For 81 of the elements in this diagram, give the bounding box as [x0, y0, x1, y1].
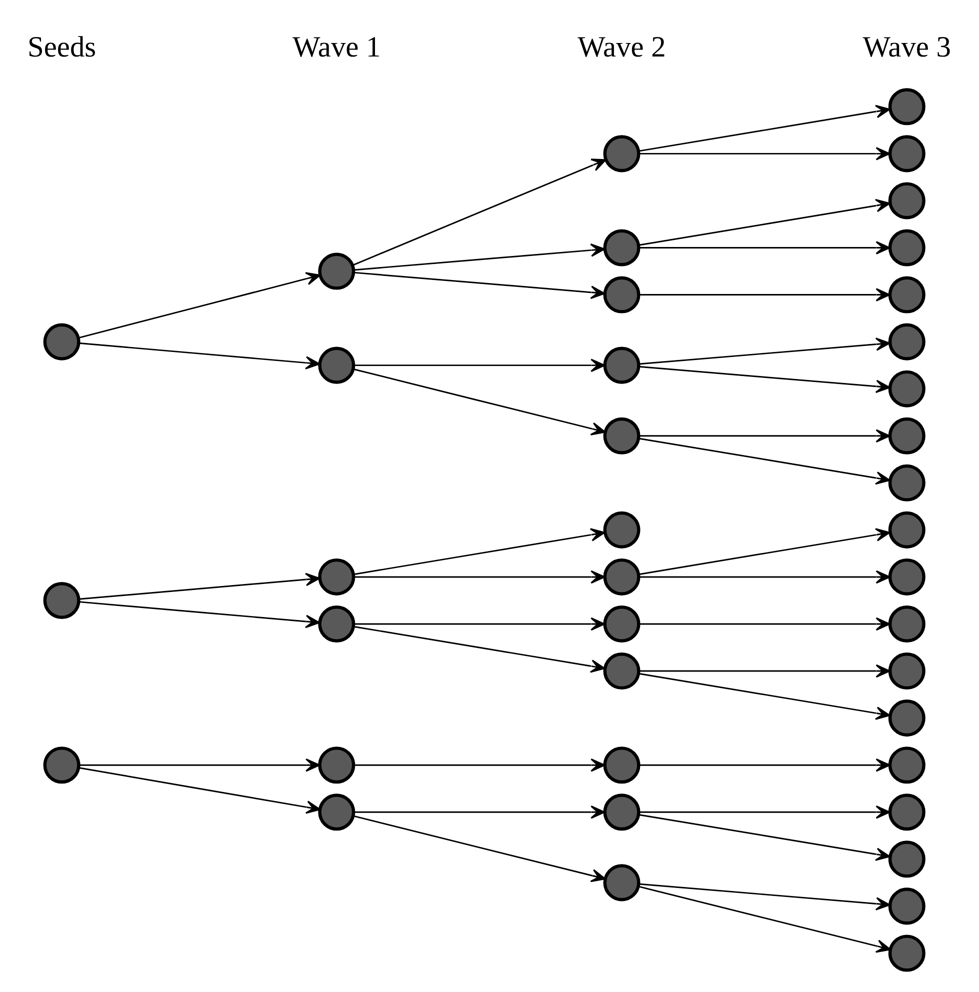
node-circle	[318, 746, 356, 784]
node-circle	[43, 581, 80, 618]
arrow	[638, 804, 890, 818]
arrow	[79, 758, 320, 772]
arrow	[638, 885, 891, 952]
label: Wave 3	[862, 31, 951, 64]
arrow	[354, 271, 606, 299]
arrow	[638, 437, 890, 484]
arrow	[638, 365, 890, 393]
arrow	[354, 358, 606, 372]
node-circle	[888, 134, 926, 172]
node-circle	[888, 416, 926, 454]
node-circle	[603, 558, 640, 595]
label: Wave 2	[578, 31, 666, 64]
node-circle	[318, 252, 356, 290]
node-circle	[888, 652, 926, 690]
arrow	[78, 600, 320, 628]
node-circle	[318, 558, 356, 595]
node-circle	[888, 746, 926, 784]
node-circle	[888, 370, 926, 407]
node-circle	[888, 322, 926, 360]
arrow	[638, 616, 890, 630]
node-circle	[888, 604, 926, 642]
arrow	[354, 758, 606, 772]
arrow	[353, 368, 606, 435]
node-circle	[888, 276, 926, 313]
node-circle	[603, 746, 640, 784]
arrow	[78, 572, 320, 600]
arrow	[354, 570, 606, 584]
arrow	[354, 625, 606, 672]
node-circle	[888, 228, 926, 266]
node-circle	[888, 88, 926, 125]
node-circle	[888, 934, 926, 972]
node-circle	[888, 840, 926, 878]
node-circle	[43, 746, 80, 784]
node-circle	[888, 464, 926, 501]
node-circle	[603, 652, 640, 690]
arrow	[78, 766, 321, 814]
arrow	[638, 428, 890, 442]
arrow	[638, 758, 890, 772]
node-circle	[603, 228, 640, 266]
arrow	[353, 814, 606, 882]
arrow	[354, 616, 606, 630]
node-circle	[888, 793, 926, 830]
node-circle	[603, 134, 640, 172]
node-circle	[43, 322, 80, 360]
arrow	[352, 158, 606, 266]
arrow	[354, 804, 606, 818]
arrow	[638, 814, 890, 860]
label: Seeds	[28, 31, 96, 64]
arrow	[638, 288, 890, 301]
arrow	[638, 882, 890, 910]
arrow	[638, 528, 890, 575]
arrow	[78, 272, 321, 338]
arrow	[638, 240, 890, 254]
arrow	[638, 570, 890, 584]
node-circle	[888, 510, 926, 548]
arrow	[638, 672, 890, 720]
arrow	[78, 342, 320, 369]
node-circle	[888, 699, 926, 736]
node-circle	[603, 346, 640, 384]
arrow	[638, 146, 890, 160]
node-circle	[318, 793, 356, 830]
label: Wave 1	[292, 31, 381, 64]
node-circle	[888, 558, 926, 595]
arrow	[354, 243, 606, 270]
node-circle	[318, 346, 356, 384]
arrow	[354, 528, 606, 575]
arrow	[638, 104, 890, 152]
arrow	[638, 337, 890, 364]
arrow	[638, 664, 890, 678]
node-circle	[318, 604, 356, 642]
arrow	[638, 198, 890, 246]
node-circle	[603, 416, 640, 454]
node-circle	[603, 793, 640, 830]
node-circle	[603, 276, 640, 313]
node-circle	[603, 510, 640, 548]
node-circle	[888, 887, 926, 924]
node-circle	[603, 604, 640, 642]
node-circle	[888, 182, 926, 219]
node-circle	[603, 864, 640, 901]
